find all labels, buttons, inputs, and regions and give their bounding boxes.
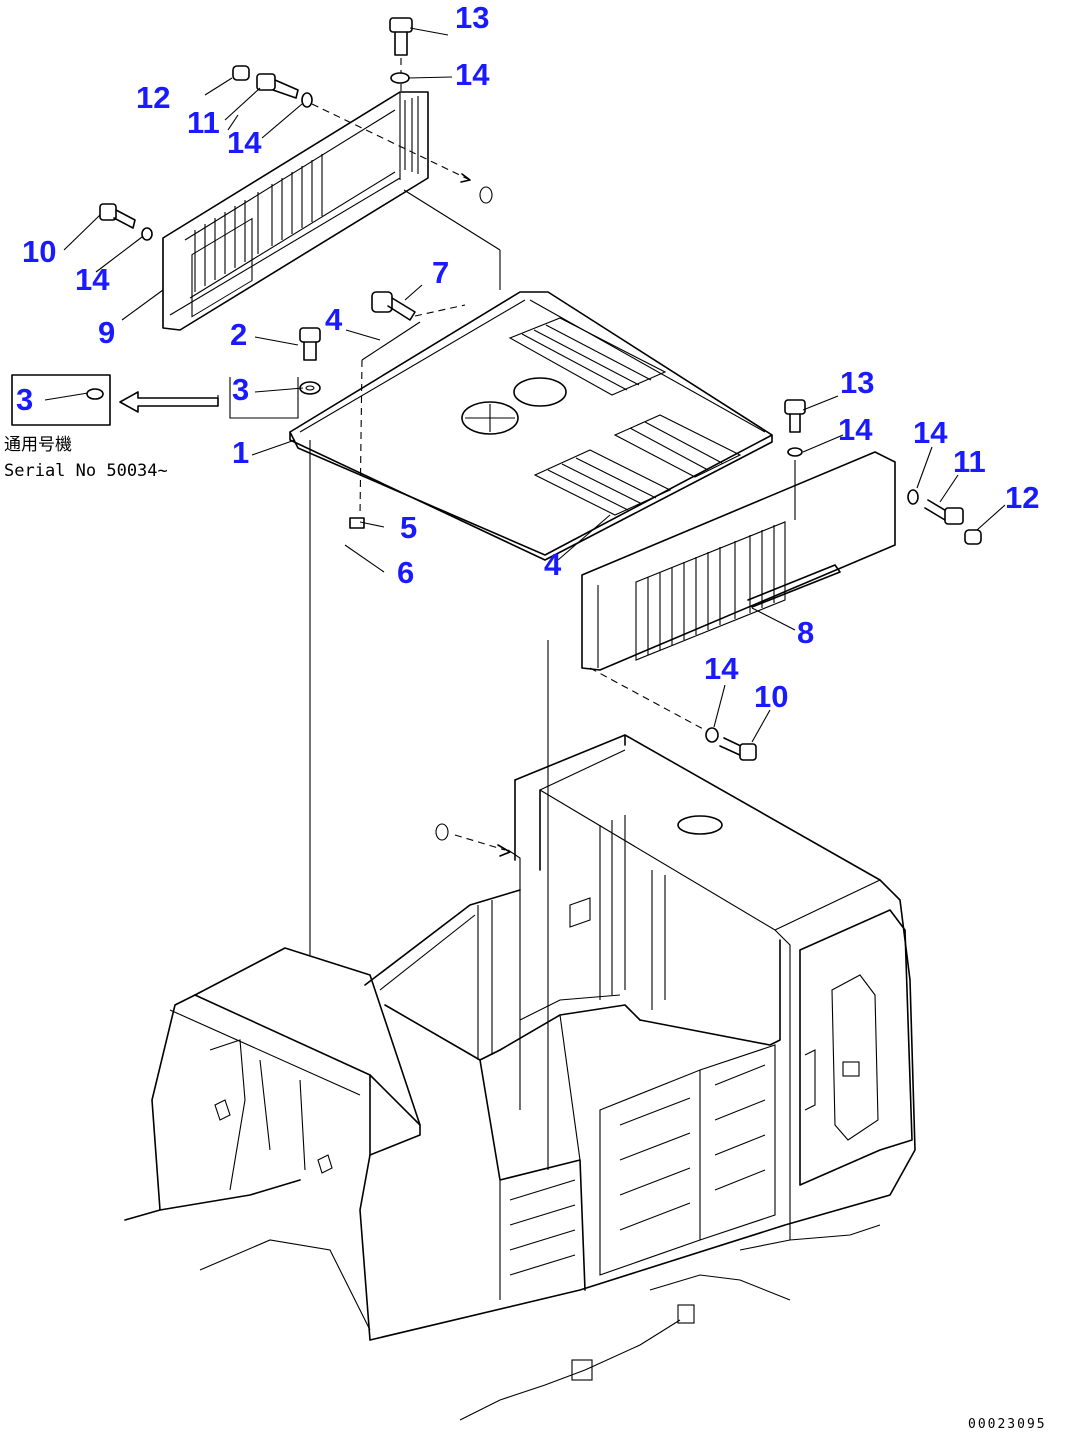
- bolt-washer-set-upper-left: [232, 65, 493, 204]
- callout-14-upper-left: 14: [227, 125, 262, 160]
- bolt-13-top: [389, 17, 413, 96]
- callout-9: 9: [98, 315, 115, 350]
- callout-13-right: 13: [840, 365, 874, 400]
- callout-14-right: 14: [838, 412, 873, 447]
- top-cover-1: [289, 291, 773, 561]
- callout-7: 7: [432, 255, 449, 290]
- alignment-lines: [309, 189, 796, 1170]
- bolt-washer-set-right: [907, 489, 982, 545]
- bolt-7: [371, 291, 466, 321]
- callout-14-top: 14: [455, 57, 490, 92]
- callout-6: 6: [397, 555, 414, 590]
- callout-10-left: 10: [22, 234, 56, 269]
- rear-panel-9: [162, 91, 429, 331]
- callout-11-left: 11: [187, 105, 220, 140]
- inset-box: [11, 374, 299, 426]
- bolt-2: [299, 327, 321, 395]
- callout-numbers: 1 2 3 3 4 4 5 6 7 8 9 10 10 11 11 12 12 …: [16, 0, 1039, 714]
- drawing-number: 00023095: [968, 1417, 1047, 1432]
- callout-14-far-right: 14: [913, 415, 948, 450]
- callout-8: 8: [797, 615, 814, 650]
- side-panel-8: [581, 451, 896, 671]
- callout-4-lower: 4: [544, 547, 562, 582]
- callout-3: 3: [232, 372, 249, 407]
- callout-5: 5: [400, 510, 417, 545]
- applicability-serial: Serial No 50034~: [4, 461, 168, 481]
- bolt-13-right: [784, 399, 806, 457]
- callout-12-right: 12: [1005, 480, 1039, 515]
- applicability-label-jp: 通用号機: [4, 435, 72, 455]
- callout-1: 1: [232, 435, 249, 470]
- callout-11-right: 11: [953, 444, 986, 479]
- bolt-10-right: [589, 667, 757, 761]
- callout-3-inset: 3: [16, 382, 33, 417]
- callout-12-left: 12: [136, 80, 170, 115]
- callout-4-upper: 4: [325, 302, 343, 337]
- leader-lines: [63, 27, 1006, 743]
- callout-14-lower-right: 14: [704, 651, 739, 686]
- bolt-10-left: [99, 203, 153, 241]
- callout-2: 2: [230, 317, 247, 352]
- callout-10-right: 10: [754, 679, 788, 714]
- callout-13-top: 13: [455, 0, 489, 35]
- callout-14-left: 14: [75, 262, 110, 297]
- main-frame: [124, 734, 916, 1421]
